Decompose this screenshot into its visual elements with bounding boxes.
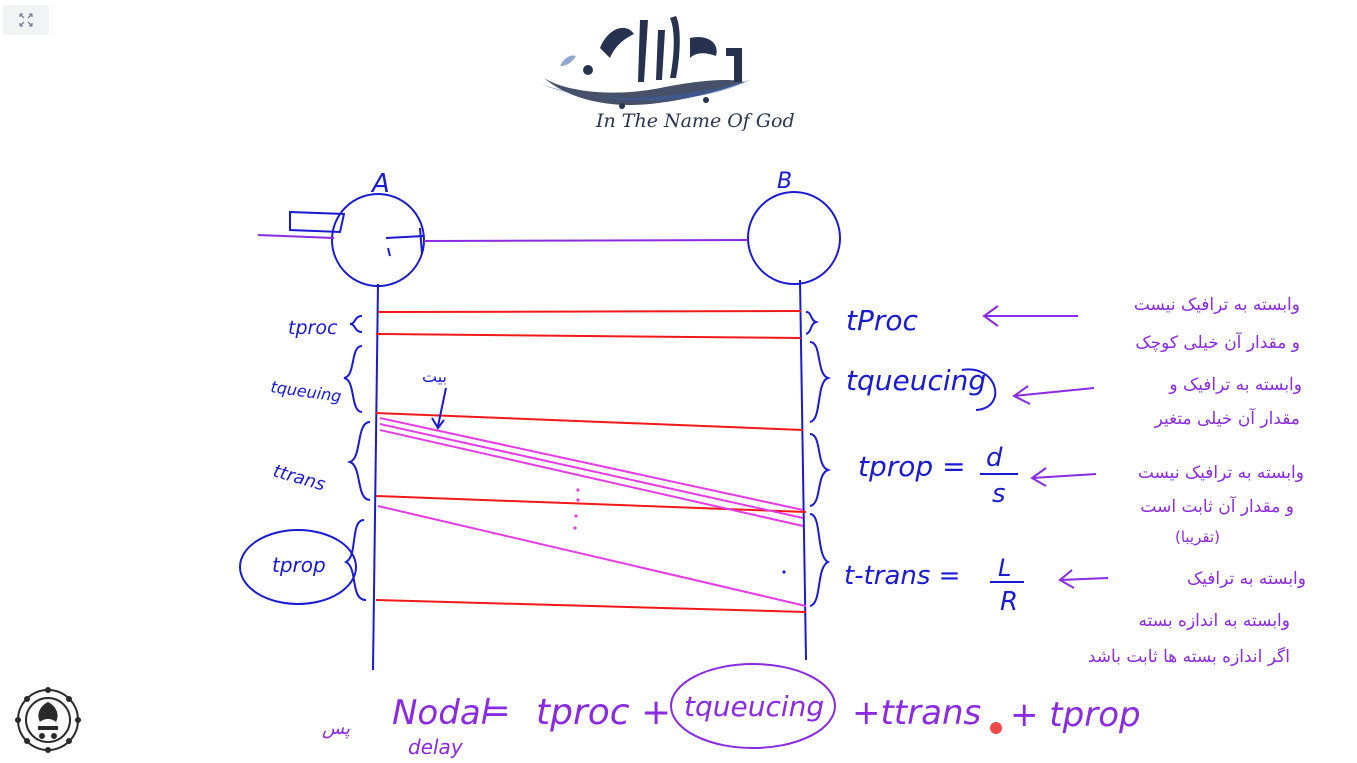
- brace-prop: [343, 519, 367, 601]
- label-bit: بیت: [422, 367, 447, 386]
- marker-prop-end: [375, 599, 807, 613]
- marker-trans-end: [375, 495, 807, 513]
- bit-line-3: [379, 429, 804, 527]
- equation-prefix: پس: [322, 718, 350, 739]
- arrow-prop: [1030, 467, 1097, 487]
- arrow-proc: [982, 305, 1078, 327]
- formula-queuing-underline: [961, 368, 997, 411]
- formula-trans-num: L: [998, 554, 1011, 582]
- label-queuing: tqueuing: [269, 377, 342, 406]
- packet-queue-sketch: [289, 210, 346, 234]
- brace-b-proc: [805, 311, 820, 335]
- node-a-circle: [331, 193, 425, 287]
- note-trans-2: وابسته به اندازه بسته: [1139, 611, 1291, 631]
- brace-queuing: [343, 345, 363, 413]
- label-prop: tprop: [272, 553, 326, 577]
- bit-line-last: [377, 505, 807, 607]
- equation-term-proc: tproc +: [536, 692, 671, 733]
- brace-b-prop: [809, 513, 831, 607]
- ellipsis-dots: [573, 488, 580, 530]
- equation-queuing-circle: [670, 663, 836, 749]
- laser-pointer: [990, 722, 1002, 734]
- formula-proc: tProc: [846, 304, 919, 337]
- expand-arrows-icon: [19, 13, 33, 27]
- brace-proc: [349, 315, 363, 333]
- equation-term-prop: + tprop: [1010, 695, 1141, 735]
- expand-button[interactable]: [3, 5, 49, 35]
- persian-notes: وابسته به ترافیک نیست و مقدار آن خیلی کو…: [1088, 295, 1306, 667]
- inbound-link: [257, 234, 335, 239]
- equation-eq: =: [482, 691, 511, 731]
- link-line: [423, 239, 749, 242]
- note-queuing-2: مقدار آن خیلی متغیر: [1154, 407, 1300, 429]
- node-b-label: B: [777, 169, 792, 194]
- note-proc-2: و مقدار آن خیلی کوچک: [1135, 331, 1300, 353]
- brace-trans: [346, 421, 371, 501]
- brace-b-trans: [809, 433, 832, 507]
- note-proc-1: وابسته به ترافیک نیست: [1134, 295, 1300, 315]
- left-braces: [343, 315, 371, 601]
- arrow-trans: [1058, 569, 1109, 589]
- node-b-circle: [747, 191, 841, 285]
- label-trans: ttrans: [271, 461, 328, 496]
- marker-queue-end: [375, 412, 804, 431]
- note-prop-2: و مقدار آن ثابت است: [1140, 495, 1294, 517]
- bit-line-1: [379, 417, 804, 511]
- nodal-delay-equation: پس Nodal delay = tproc + tqueucing +ttra…: [322, 663, 1141, 759]
- queue-marker-sketch: [385, 227, 425, 257]
- arrow-queuing: [1012, 385, 1095, 405]
- note-prop-1: وابسته به ترافیک نیست: [1138, 463, 1304, 483]
- right-braces: [805, 311, 832, 607]
- label-proc: tproc: [288, 317, 338, 339]
- ink-dot: [782, 570, 786, 574]
- note-prop-3: (تقریبا): [1175, 528, 1220, 546]
- university-seal-logo: [15, 687, 81, 753]
- formula-trans-lhs: t-trans =: [844, 561, 960, 591]
- bit-line-2: [379, 423, 804, 519]
- formula-prop-num: d: [986, 443, 1003, 473]
- bit-propagation-lines: [377, 417, 807, 607]
- red-markers: [375, 310, 807, 613]
- banner-caption: In The Name Of God: [596, 110, 795, 132]
- tprop-circle: [239, 529, 357, 605]
- equation-term-trans: +ttrans: [852, 693, 981, 733]
- marker-proc-end: [375, 333, 802, 339]
- node-a-label: A: [370, 169, 390, 199]
- equation-lhs: Nodal: [392, 693, 491, 733]
- note-arrows: [982, 305, 1109, 589]
- equation-lhs-sub: delay: [408, 735, 464, 759]
- note-trans-3: اگر اندازه بسته ها ثابت باشد: [1088, 646, 1290, 667]
- basmala-banner: [540, 16, 750, 109]
- note-trans-1: وابسته به ترافیک: [1187, 569, 1306, 589]
- timeline-b: [799, 279, 807, 661]
- marker-proc-start: [377, 310, 802, 313]
- brace-b-queuing: [809, 341, 832, 423]
- formula-trans-den: R: [1000, 587, 1018, 617]
- note-queuing-1: وابسته به ترافیک و: [1168, 375, 1302, 395]
- formula-prop-den: s: [992, 479, 1006, 509]
- formula-prop-lhs: tprop =: [858, 450, 966, 483]
- bit-arrow: [431, 387, 447, 430]
- equation-term-queuing: tqueucing: [684, 690, 824, 723]
- timeline-a: [372, 283, 379, 671]
